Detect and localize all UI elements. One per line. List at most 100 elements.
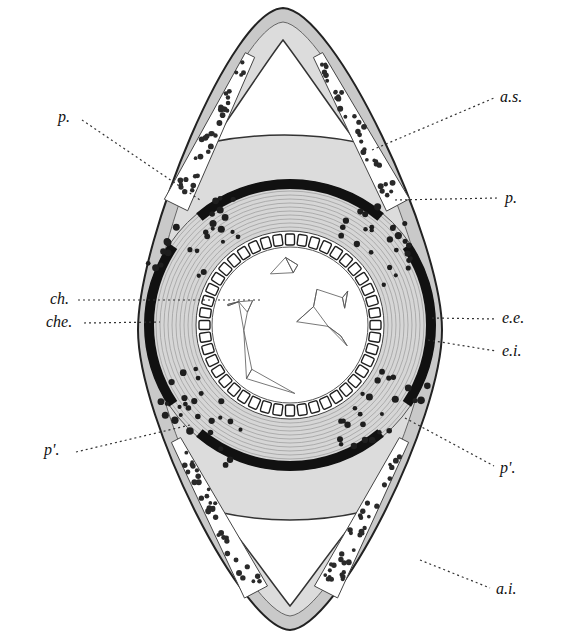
cell-dot <box>343 218 349 224</box>
sheath-fibre <box>176 211 404 439</box>
cell-dot <box>186 405 192 411</box>
cell-dot <box>231 197 236 202</box>
ring-cell <box>308 236 320 249</box>
cell-dot <box>152 264 159 271</box>
cell-dot <box>360 392 364 396</box>
sheath-fibre <box>180 215 400 435</box>
cell-dot <box>199 496 204 501</box>
cell-dot <box>360 149 366 155</box>
cell-dot <box>353 406 358 411</box>
ring-cell <box>199 332 211 342</box>
ring-cell <box>361 283 375 296</box>
cell-dot <box>394 273 398 277</box>
cell-dot <box>395 232 402 239</box>
ring-cell <box>319 396 332 410</box>
cell-dot <box>207 488 211 492</box>
cell-dot <box>191 398 197 404</box>
cell-dot <box>227 457 233 463</box>
cell-dot <box>405 251 411 257</box>
cell-wall <box>270 257 285 273</box>
cell-dot <box>359 515 364 520</box>
ring-cell <box>348 262 362 276</box>
cell-dot <box>382 482 387 487</box>
cell-dot <box>220 112 226 118</box>
cell-dot <box>204 494 209 499</box>
cell-dot <box>408 256 412 260</box>
leader-line <box>428 340 496 351</box>
leader-line <box>84 322 160 323</box>
cell-dot <box>412 398 417 403</box>
cell-wall <box>244 312 248 330</box>
cell-wall <box>328 326 347 345</box>
cell-wall <box>244 331 252 370</box>
cell-dot <box>346 559 352 565</box>
cell-dot <box>357 209 363 215</box>
cell-dot <box>367 515 371 519</box>
cell-dot <box>374 159 378 163</box>
cell-wall <box>246 379 294 394</box>
leader-line <box>76 425 190 452</box>
cell-dot <box>382 283 386 287</box>
cell-wall <box>270 273 293 274</box>
part-label: e.i. <box>500 342 524 360</box>
elastica-externa <box>196 179 384 221</box>
ring-cell <box>286 234 295 245</box>
cell-dot <box>361 124 367 130</box>
cell-dot <box>216 120 222 126</box>
cell-dot <box>365 500 370 505</box>
ring-cell <box>227 253 241 267</box>
cell-dot <box>236 234 241 239</box>
sheath-fibre <box>192 227 388 423</box>
ring-cell <box>329 246 343 260</box>
ring-cell <box>365 295 378 307</box>
cell-dot <box>209 220 216 227</box>
cell-dot <box>187 247 192 252</box>
cell-dot <box>238 428 242 432</box>
cell-dot <box>197 274 201 278</box>
cell-dot <box>198 154 204 160</box>
cell-dot <box>387 236 393 242</box>
cell-dot <box>213 501 217 505</box>
cell-dot <box>380 188 385 193</box>
cell-dot <box>195 473 201 479</box>
cell-wall <box>285 257 293 272</box>
cell-dot <box>222 214 229 221</box>
cell-dot <box>369 437 375 443</box>
cell-dot <box>374 377 380 383</box>
cell-dot <box>201 269 207 275</box>
ring-cell <box>297 234 307 246</box>
cell-dot <box>360 421 366 427</box>
ring-cell <box>273 234 283 246</box>
cell-dot <box>405 385 412 392</box>
cell-dot <box>339 551 344 556</box>
cell-dot <box>251 579 255 583</box>
cell-dot <box>218 226 225 233</box>
cell-dot <box>236 570 242 576</box>
cell-wall <box>247 301 252 313</box>
cell-dot <box>224 91 229 96</box>
cell-dot <box>203 230 208 235</box>
cell-wall <box>297 307 314 322</box>
ring-cell <box>297 404 307 416</box>
cell-dot <box>240 60 244 64</box>
cell-dot <box>218 446 223 451</box>
sheath-fibre <box>160 195 420 455</box>
cell-dot <box>211 227 215 231</box>
cell-dot <box>337 436 343 442</box>
cell-dot <box>340 224 346 230</box>
ring-cell <box>329 390 343 404</box>
cell-dot <box>218 196 223 201</box>
ring-cell <box>205 354 219 367</box>
ring-cell <box>201 295 214 307</box>
part-label: p'. <box>498 459 517 477</box>
cell-dot <box>158 398 165 405</box>
cell-dot <box>168 379 174 385</box>
cell-dot <box>377 162 382 167</box>
cell-dot <box>406 265 411 270</box>
cell-dot <box>386 375 391 380</box>
cell-dot <box>208 131 213 136</box>
cell-dot <box>230 230 234 234</box>
cell-dot <box>379 369 385 375</box>
cell-dot <box>245 564 250 569</box>
